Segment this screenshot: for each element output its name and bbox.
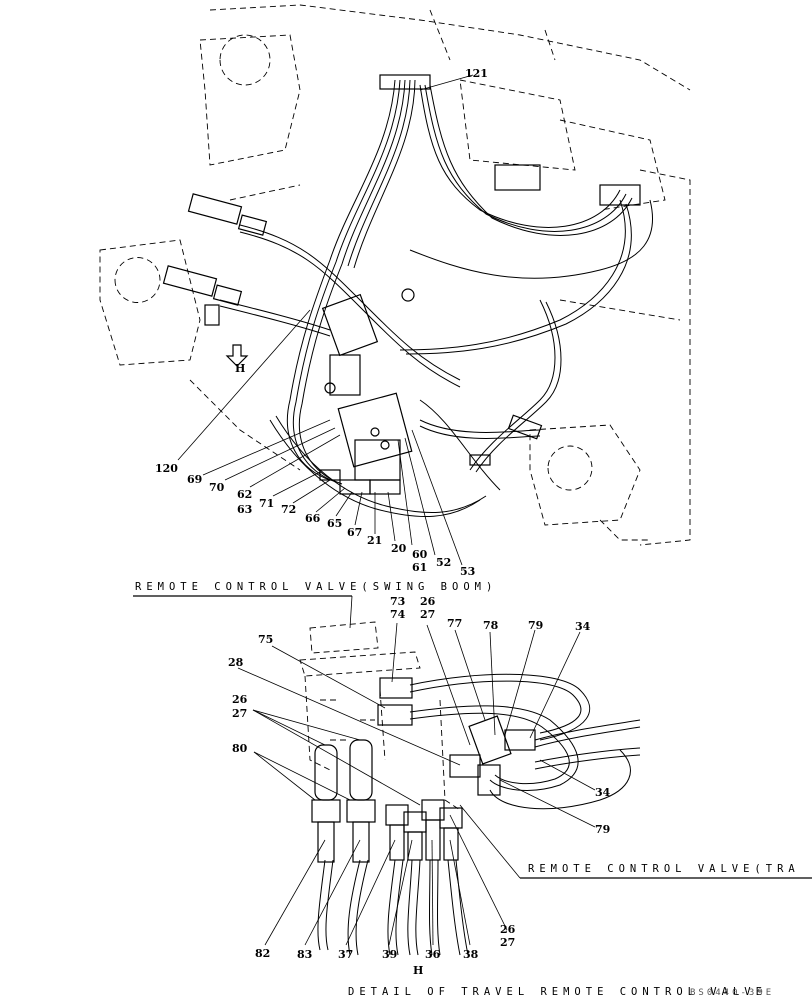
callout-121: 121 (465, 67, 488, 80)
callout-34-b: 34 (595, 786, 611, 799)
callout-79-b: 79 (595, 823, 610, 836)
callout-67: 67 (347, 526, 362, 539)
upper-callouts: 121 H 120 69 70 62 63 71 72 66 65 67 21 … (155, 67, 488, 578)
callout-27-a: 27 (420, 608, 435, 621)
callout-75: 75 (258, 633, 273, 646)
view-marker-top: H (235, 362, 245, 375)
callout-26-c: 26 (500, 923, 516, 936)
callout-27-c: 27 (500, 936, 515, 949)
callout-62: 62 (237, 488, 252, 501)
callout-34-a: 34 (575, 620, 591, 633)
callout-28: 28 (228, 656, 244, 669)
callout-26-a: 26 (420, 595, 436, 608)
caption-swing-boom: REMOTE CONTROL VALVE(SWING BOOM) (135, 581, 497, 593)
callout-82: 82 (255, 947, 270, 960)
callout-60: 60 (412, 548, 428, 561)
callout-36: 36 (425, 948, 441, 961)
callout-78: 78 (483, 619, 499, 632)
callout-70: 70 (209, 481, 225, 494)
lower-hoses (317, 673, 641, 956)
callout-80: 80 (232, 742, 248, 755)
caption-travel: REMOTE CONTROL VALVE(TRA (528, 863, 800, 875)
callout-52: 52 (436, 556, 451, 569)
lower-callouts: 73 74 26 27 75 77 78 79 34 28 26 27 80 3… (228, 595, 611, 961)
callout-26-b: 26 (232, 693, 248, 706)
callout-83: 83 (297, 948, 312, 961)
callout-79-a: 79 (528, 619, 543, 632)
lower-valve-outline (299, 621, 461, 811)
callout-120: 120 (155, 462, 178, 475)
callout-77: 77 (447, 617, 462, 630)
upper-frame-outline (99, 4, 691, 546)
callout-69: 69 (187, 473, 202, 486)
callout-39: 39 (382, 948, 397, 961)
callout-61: 61 (412, 561, 427, 574)
callout-53: 53 (460, 565, 475, 578)
callout-38: 38 (463, 948, 479, 961)
caption-swing-boom-group: REMOTE CONTROL VALVE(SWING BOOM) (133, 581, 497, 629)
callout-71: 71 (259, 497, 274, 510)
callout-63: 63 (237, 503, 252, 516)
upper-fittings (162, 74, 641, 495)
lower-fittings (311, 677, 536, 863)
caption-travel-group: REMOTE CONTROL VALVE(TRA (459, 804, 812, 879)
callout-65: 65 (327, 517, 342, 530)
upper-leaders (177, 74, 474, 566)
callout-73: 73 (390, 595, 405, 608)
view-marker-bottom: H (413, 964, 423, 977)
callout-21: 21 (367, 534, 382, 547)
drawing-code: BS0440-39E (690, 988, 774, 998)
lower-leaders (237, 622, 596, 946)
callout-72: 72 (281, 503, 296, 516)
caption-detail: DETAIL OF TRAVEL REMOTE CONTROL VALVE (348, 986, 767, 998)
callout-27-b: 27 (232, 707, 247, 720)
upper-hose-bundle (219, 79, 654, 517)
callout-74: 74 (390, 608, 406, 621)
callout-66: 66 (305, 512, 321, 525)
callout-37: 37 (338, 948, 353, 961)
callout-20: 20 (391, 542, 407, 555)
